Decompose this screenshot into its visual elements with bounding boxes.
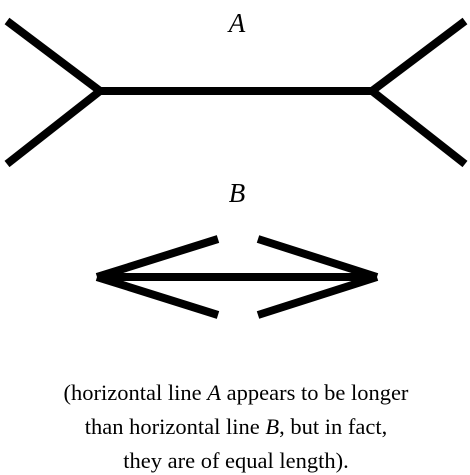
line-a-left-fin-top (4, 17, 103, 95)
figure-a (4, 17, 468, 168)
line-a-right-fin-bottom (369, 87, 468, 168)
label-a: A (227, 8, 246, 38)
line-b-right-head-bottom (256, 273, 379, 319)
caption-line-3: they are of equal length). (123, 448, 349, 473)
line-b-left-head-top (95, 235, 220, 281)
line-b-right-head-top (256, 235, 379, 281)
line-a-right-fin-top (369, 17, 468, 95)
label-b: B (229, 178, 246, 208)
caption-line-2: than horizontal line B, but in fact, (85, 414, 387, 439)
caption-line-1: (horizontal line A appears to be longer (64, 380, 409, 405)
line-b-left-head-bottom (95, 273, 220, 319)
line-a-left-fin-bottom (4, 87, 103, 168)
figure-b (95, 235, 379, 319)
caption: (horizontal line A appears to be longer … (64, 380, 409, 473)
